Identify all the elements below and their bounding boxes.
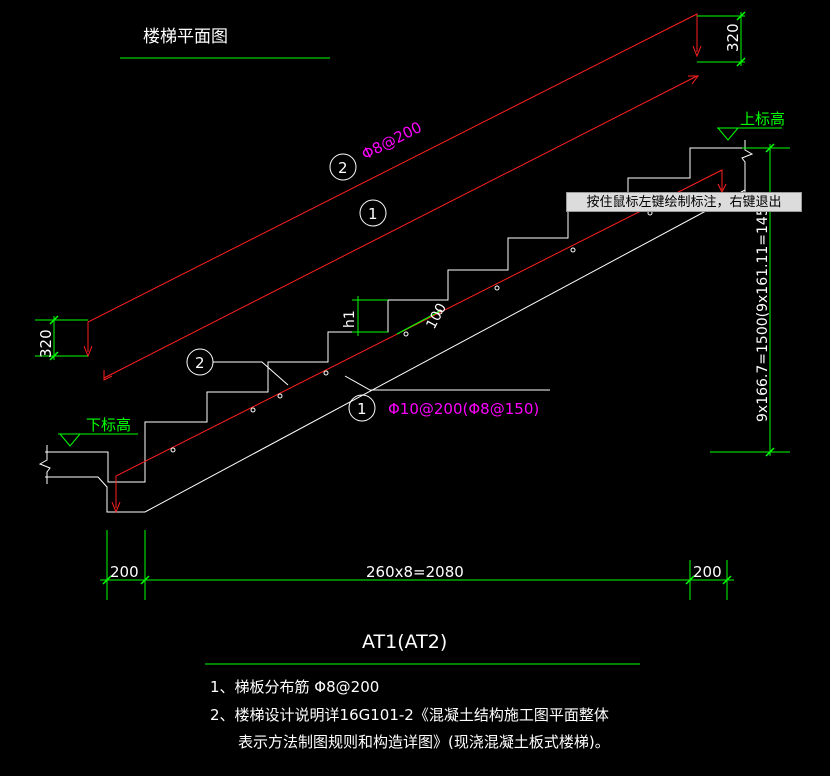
marker-1-bottom [348, 394, 376, 422]
height-tick-top [765, 143, 775, 153]
dim-top-tick2 [736, 57, 746, 67]
bottom-tick-4 [722, 575, 732, 585]
dist-bar [570, 247, 576, 253]
thickness-dim-line [396, 310, 441, 335]
top-rebar-line [87, 13, 698, 352]
dist-bar [277, 393, 283, 399]
cursor-tooltip: 按住鼠标左键绘制标注，右键退出 [566, 192, 802, 212]
drawing-label: AT1(AT2) [362, 631, 447, 653]
dim-top-tick1 [736, 11, 746, 21]
leader-2 [213, 361, 289, 386]
upper-elev-text: 上标高 [740, 110, 785, 128]
dist-bar [170, 447, 176, 453]
lower-elev-triangle [59, 433, 81, 447]
dist-bar [323, 370, 329, 376]
thickness-text: 100 [423, 301, 450, 332]
dim-left-tick2 [49, 351, 59, 361]
height-tick-bottom [765, 447, 775, 457]
marker-1-top-text: 1 [368, 205, 378, 223]
dist-bar [494, 285, 500, 291]
bottom-tick-3 [685, 575, 695, 585]
marker-2-bottom-text: 2 [195, 354, 205, 372]
marker-2-bottom [186, 348, 214, 376]
lower-elev-text: 下标高 [86, 416, 131, 434]
bottom-tick-1 [102, 575, 112, 585]
bottom-tick-2 [140, 575, 150, 585]
marker-2-top-text: 2 [338, 159, 348, 177]
note-2: 2、楼梯设计说明详16G101-2《混凝土结构施工图平面整体 [210, 706, 609, 724]
height-dim-text: 9x166.7=1500(9x161.11=1450) [755, 193, 771, 422]
dim-top-text: 320 [724, 23, 742, 52]
main-rebar-hook-bottom [111, 501, 121, 514]
leader-1 [344, 375, 550, 391]
upper-elev-triangle [717, 127, 739, 141]
second-rebar-arrow-left [103, 370, 113, 381]
marker-2-top [329, 153, 357, 181]
dist-bar [250, 407, 256, 413]
dist-bar [403, 331, 409, 337]
h1-text: h1 [342, 310, 358, 328]
dim-left-tick1 [49, 315, 59, 325]
note-3: 表示方法制图规则和构造详图》(现浇混凝土板式楼梯)。 [238, 733, 610, 751]
rebar-1-label: Φ10@200(Φ8@150) [388, 400, 539, 418]
note-1: 1、梯板分布筋 Φ8@200 [210, 678, 379, 696]
top-rebar-hook [692, 45, 702, 58]
marker-1-bottom-text: 1 [357, 400, 367, 418]
marker-1-top [359, 199, 387, 227]
dim-span: 260x8=2080 [366, 563, 464, 581]
drawing-title: 楼梯平面图 [143, 27, 228, 47]
distribution-bars [170, 210, 653, 453]
second-rebar-arrow [688, 75, 699, 85]
dim-right-200: 200 [693, 563, 722, 581]
stair-slab-bottom [45, 189, 746, 513]
second-rebar-line [103, 75, 698, 379]
dim-left-text: 320 [37, 329, 55, 358]
dim-left-200: 200 [110, 563, 139, 581]
break-mark-left [38, 445, 51, 484]
main-rebar [115, 169, 723, 508]
